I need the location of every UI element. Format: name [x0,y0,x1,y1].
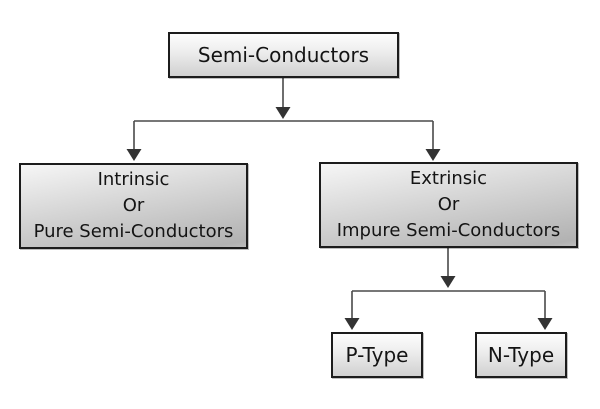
edge-root-to-junction [275,78,291,119]
node-semi-conductors: Semi-Conductors [168,32,399,78]
edge-junction-to-ntype [537,291,553,330]
node-p-type: P-Type [331,332,423,378]
edge-extrinsic-to-junction [440,248,456,288]
node-extrinsic-line-3: Impure Semi-Conductors [336,220,561,242]
node-p-type-label: P-Type [345,343,409,367]
node-n-type-label: N-Type [487,343,555,367]
node-extrinsic: Extrinsic Or Impure Semi-Conductors [319,162,578,248]
edge-junction-to-intrinsic [126,121,142,161]
node-extrinsic-line-1: Extrinsic [409,167,488,189]
node-intrinsic-line-3: Pure Semi-Conductors [33,221,234,243]
node-semi-conductors-label: Semi-Conductors [197,43,370,67]
node-n-type: N-Type [475,332,567,378]
node-intrinsic: Intrinsic Or Pure Semi-Conductors [19,163,248,249]
node-intrinsic-line-2: Or [122,194,145,216]
edge-junction-to-ptype [344,291,360,330]
node-extrinsic-line-2: Or [437,193,460,215]
node-intrinsic-line-1: Intrinsic [97,168,170,190]
edge-junction-to-extrinsic [425,121,441,161]
